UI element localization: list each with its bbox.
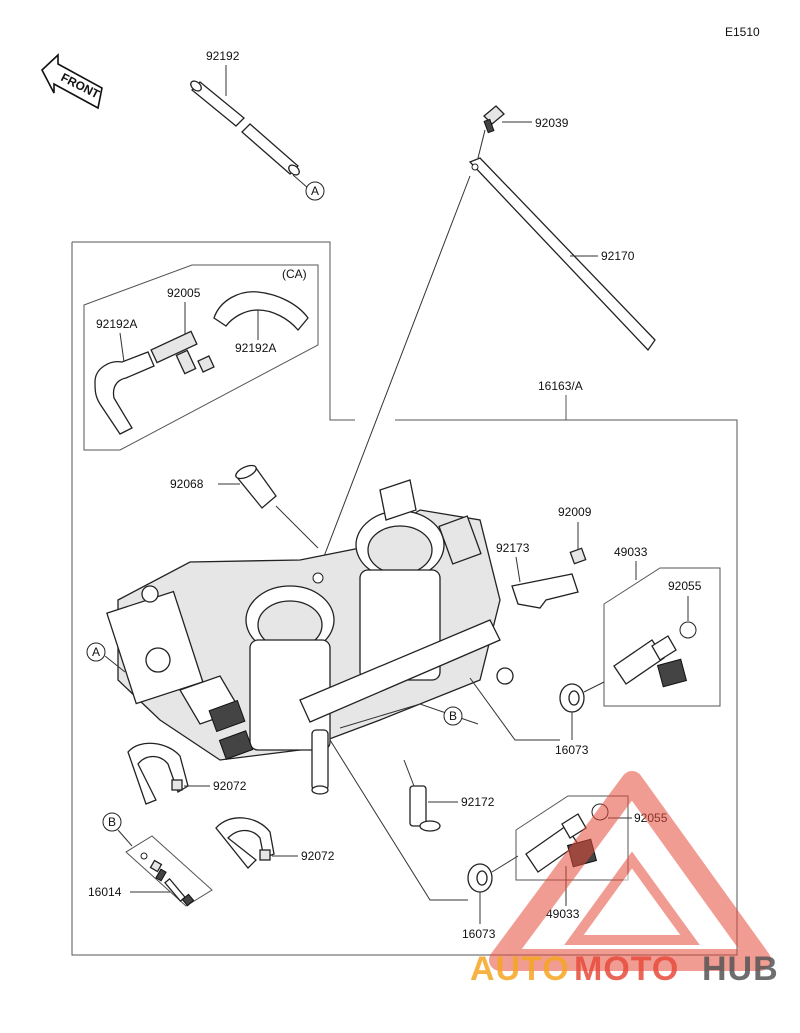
screw-92009 [569,547,587,565]
ref-b-mid: B [449,709,457,723]
label-92009: 92009 [558,505,592,519]
ca-box [83,264,319,451]
label-92055-top: 92055 [668,579,702,593]
hose-92192a-right [213,291,309,332]
ca-label: (CA) [282,267,307,281]
bracket-92173 [511,573,579,609]
watermark-text: AUTO MOTO HUB [470,950,779,988]
band-92072-a [127,742,189,805]
label-16014: 16014 [88,885,122,899]
label-92039: 92039 [535,116,569,130]
front-arrow-icon: FRONT [41,53,103,110]
label-92173: 92173 [496,541,530,555]
label-16073-top: 16073 [555,743,589,757]
label-92072-b: 92072 [301,849,335,863]
label-92170: 92170 [601,249,635,263]
label-92192a-left: 92192A [96,317,137,331]
seal-16073-bottom [467,863,493,893]
watermark-hub: HUB [702,950,779,988]
hose-92192 [190,80,309,189]
label-92068: 92068 [170,477,204,491]
label-16073-bottom: 16073 [462,927,496,941]
label-92072-a: 92072 [213,779,247,793]
tee-92005 [150,330,215,375]
seal-16073-top [559,683,585,713]
ref-b-left: B [108,815,116,829]
rod-92170 [468,157,656,352]
diagram-code: E1510 [725,25,760,39]
ref-a-top: A [311,184,319,198]
cap-92068 [234,464,277,509]
throttle-body-assembly [106,479,514,795]
bolt-92039 [483,105,505,134]
label-92172: 92172 [461,795,495,809]
label-49033-bottom: 49033 [546,907,580,921]
hose-92192a-left [94,351,155,435]
band-92072-b [215,817,275,869]
watermark-auto: AUTO [470,950,570,988]
watermark-moto: MOTO [574,950,679,988]
label-92192a-right: 92192A [235,341,276,355]
label-92192: 92192 [206,49,240,63]
watermark-logo [489,771,771,971]
injector-49033-top [613,635,688,688]
pin-92172 [409,785,441,832]
label-92005: 92005 [167,286,201,300]
label-49033-top: 49033 [614,545,648,559]
ref-a-left: A [92,645,100,659]
screw-set-16014 [140,852,195,907]
label-16163a: 16163/A [538,379,583,393]
